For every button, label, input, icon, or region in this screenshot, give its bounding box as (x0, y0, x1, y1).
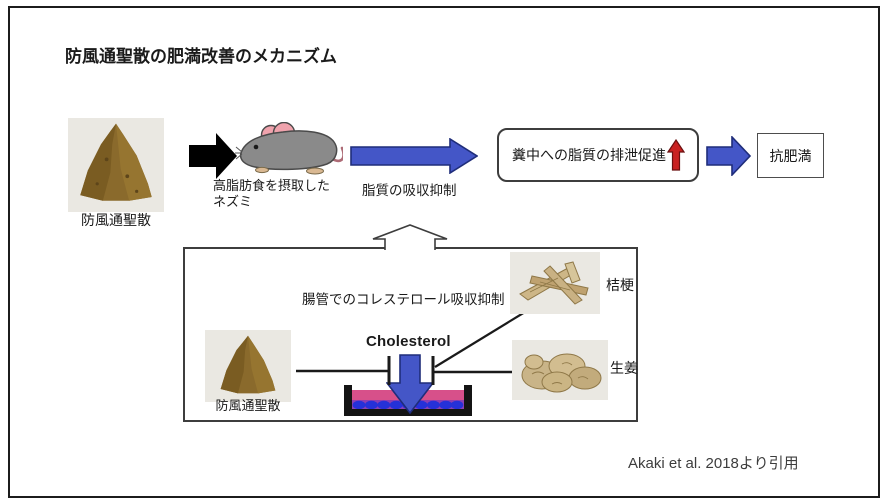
shokyo-label: 生姜 (610, 360, 638, 376)
bofutsushosan-photo-small (205, 330, 291, 402)
blue-right-arrow-icon (350, 138, 478, 174)
powder-label: 防風通聖散 (81, 212, 151, 228)
lipid-absorption-label: 脂質の吸収抑制 (362, 183, 457, 198)
kikyo-label: 桔梗 (606, 277, 634, 293)
detail-caption: 腸管でのコレステロール吸収抑制 (302, 292, 505, 307)
cholesterol-label: Cholesterol (366, 333, 451, 350)
shokyo-photo (512, 340, 608, 400)
page-title: 防風通聖散の肥満改善のメカニズム (65, 47, 337, 66)
mouse-label-line2: ネズミ (213, 194, 253, 209)
powder-pile-small-illustration (220, 335, 276, 394)
powder-small-label: 防風通聖散 (215, 398, 281, 413)
excretion-box-label: 糞中への脂質の排泄促進 (512, 147, 666, 163)
powder-pile-illustration (80, 123, 152, 201)
black-right-arrow-icon (189, 133, 237, 179)
blue-down-arrow-icon (386, 354, 434, 414)
mouse-label-line1: 高脂肪食を摂取した (213, 178, 331, 193)
kikyo-photo (510, 252, 600, 314)
inhibition-line-right (431, 311, 526, 385)
white-up-arrow-icon (372, 224, 448, 250)
outer-frame (8, 6, 880, 498)
bofutsushosan-photo (68, 118, 164, 212)
anti-obesity-box: 抗肥満 (757, 133, 824, 178)
excretion-box: 糞中への脂質の排泄促進 (497, 128, 699, 182)
anti-obesity-label: 抗肥満 (769, 147, 812, 164)
inhibition-line-left (296, 356, 391, 385)
citation: Akaki et al. 2018より引用 (628, 455, 799, 472)
blue-right-arrow-small-icon (706, 136, 751, 176)
red-up-arrow-icon (667, 139, 685, 171)
mouse-illustration (235, 122, 343, 175)
root-sticks-illustration (519, 261, 589, 305)
ginger-lumps-illustration (521, 353, 602, 393)
mouse-label: 高脂肪食を摂取した ネズミ (213, 178, 330, 210)
